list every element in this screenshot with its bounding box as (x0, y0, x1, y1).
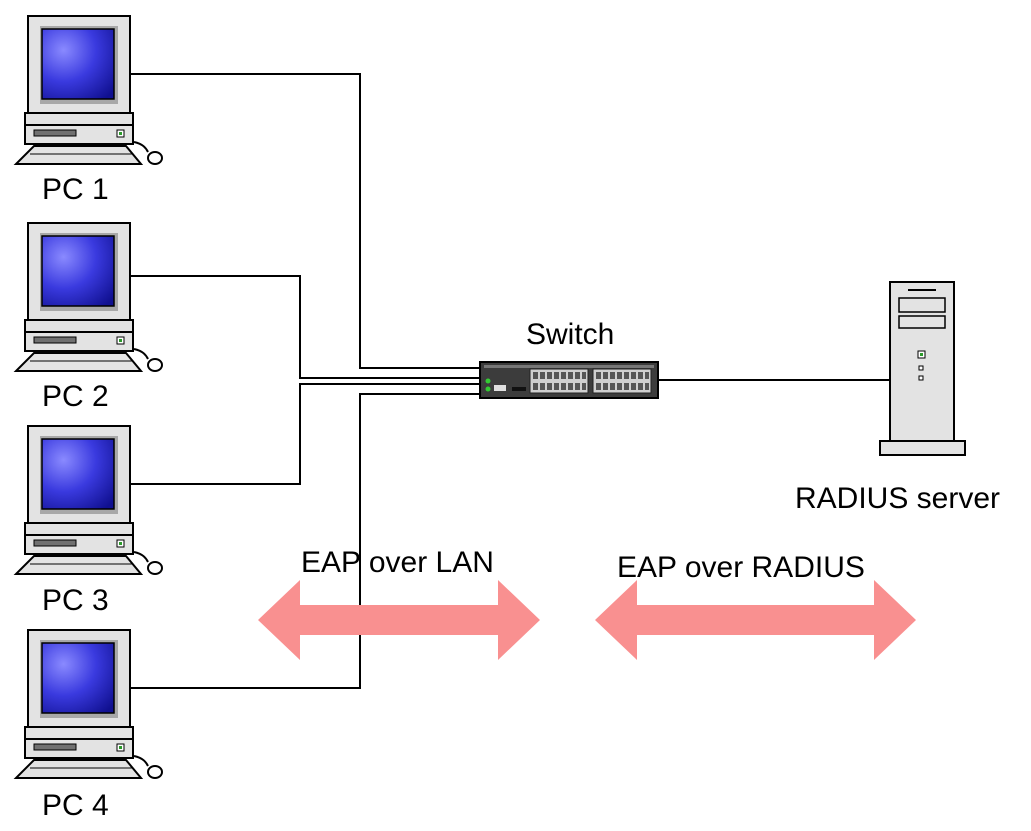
pc-1-icon (15, 15, 163, 165)
radius-server-label: RADIUS server (795, 482, 1001, 515)
link-pc3-switch (130, 383, 482, 485)
connection-lines (130, 73, 890, 689)
pc-4-icon (15, 629, 163, 779)
pc-1-label: PC 1 (42, 173, 109, 206)
eap-over-lan-arrow (258, 580, 540, 660)
pc-2-icon (15, 222, 163, 372)
switch-icon (479, 361, 659, 399)
switch-label: Switch (526, 318, 615, 351)
pc-3-icon (15, 425, 163, 575)
pc-4-label: PC 4 (42, 789, 109, 822)
pc-2-label: PC 2 (42, 380, 109, 413)
link-pc4-switch (130, 393, 482, 689)
eap-over-radius-label: EAP over RADIUS (617, 551, 865, 584)
eap-over-radius-arrow (595, 580, 916, 660)
link-pc2-switch (130, 275, 482, 379)
radius-server-icon (879, 281, 966, 456)
link-pc1-switch (130, 73, 482, 369)
eap-over-lan-label: EAP over LAN (301, 546, 494, 579)
pc-3-label: PC 3 (42, 584, 109, 617)
